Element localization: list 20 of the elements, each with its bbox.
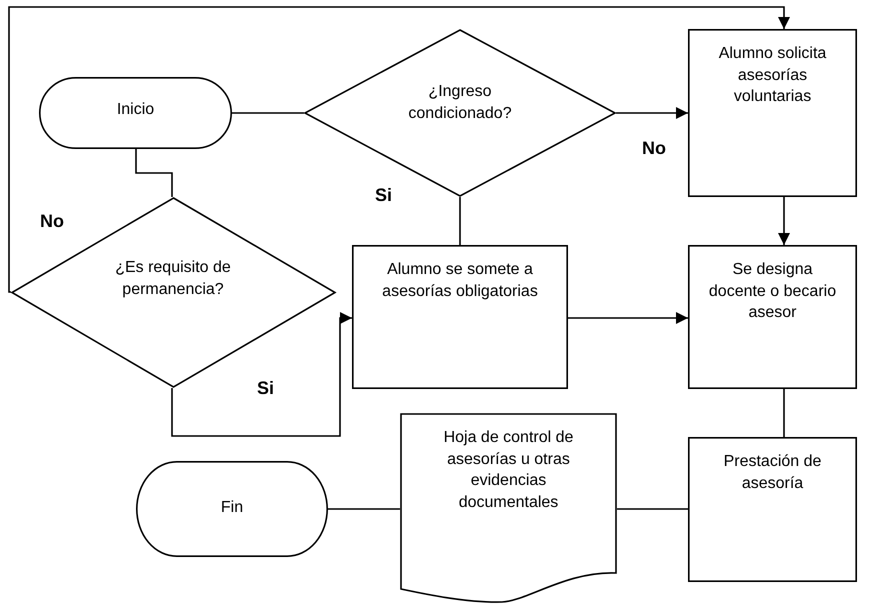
node-text: ¿Es requisito de permanencia? — [114, 258, 232, 300]
node-text: Hoja de control de asesorías u otras evidencias documentales — [442, 428, 574, 513]
connector-line — [459, 197, 461, 245]
connector-line — [617, 508, 688, 510]
node-text: Se designa docente o becario asesor — [708, 260, 838, 324]
connector-line — [783, 389, 785, 437]
connector-line — [135, 149, 173, 197]
arrow — [616, 107, 688, 119]
node-text: Alumno solicita asesorías voluntarias — [718, 44, 828, 108]
arrow — [171, 312, 352, 437]
arrow — [568, 312, 688, 324]
node-text: Alumno se somete a asesorías obligatorias — [381, 260, 539, 302]
connector-line — [328, 508, 400, 510]
arrow — [8, 6, 790, 293]
node-text: ¿Ingreso condicionado? — [407, 82, 513, 124]
node-text: Inicio — [116, 100, 156, 120]
arrow — [778, 197, 790, 245]
node-text: Prestación de asesoría — [722, 452, 822, 494]
node-text: Fin — [220, 498, 244, 518]
connector-line — [232, 112, 304, 114]
